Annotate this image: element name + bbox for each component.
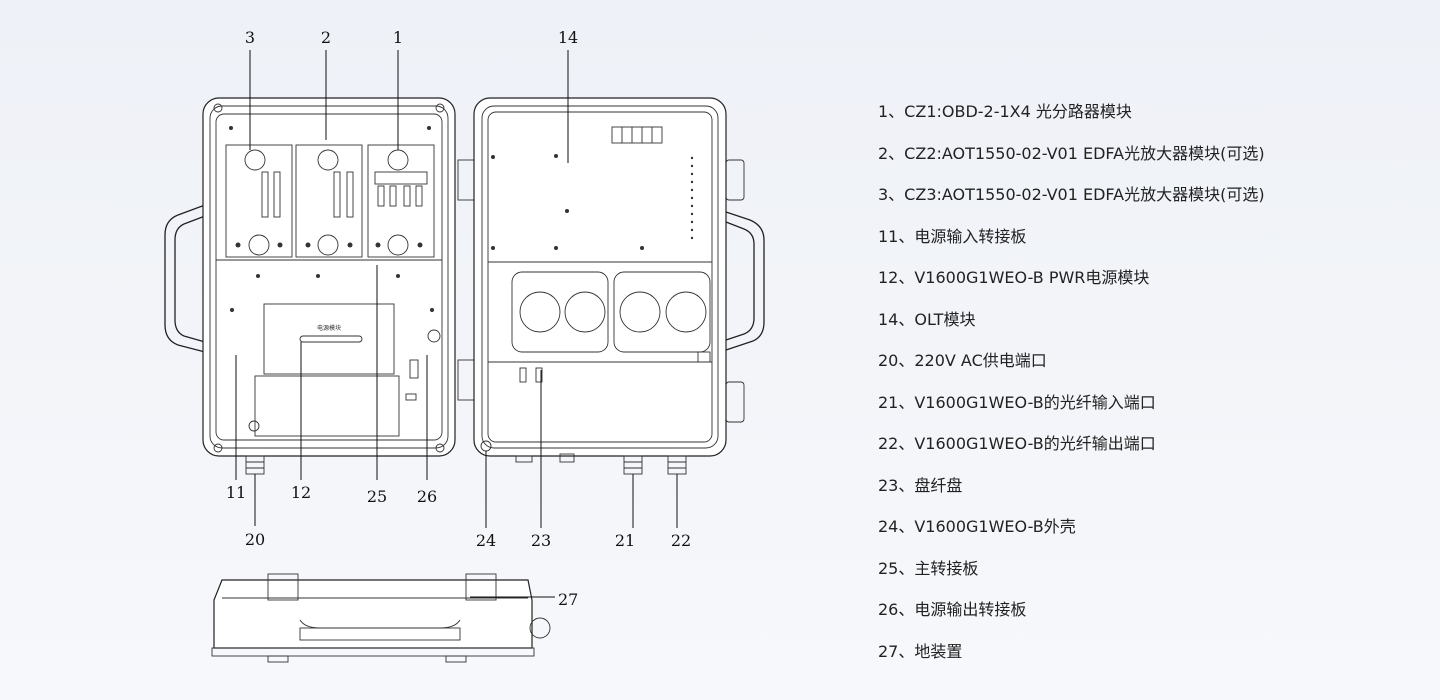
callout-1: 1 xyxy=(393,28,403,47)
legend-item: 26、电源输出转接板 xyxy=(878,600,1027,619)
module-label: 电源模块 xyxy=(317,324,341,332)
module-slot-3 xyxy=(225,144,293,258)
legend-item: 23、盘纤盘 xyxy=(878,475,963,495)
legend-item: 22、V1600G1WEO-B的光纤输出端口 xyxy=(878,434,1156,453)
legend-item: 24、V1600G1WEO-B外壳 xyxy=(878,517,1076,536)
legend-item: 1、CZ1:OBD-2-1X4 光分路器模块 xyxy=(878,102,1132,121)
legend-item: 3、CZ3:AOT1550-02-V01 EDFA光放大器模块(可选) xyxy=(878,185,1265,204)
leader-lines xyxy=(235,50,678,598)
legend-item: 25、主转接板 xyxy=(878,558,979,578)
enclosure-diagram: 电源模块 xyxy=(164,28,765,663)
callout-22: 22 xyxy=(671,531,691,550)
right-body xyxy=(457,97,765,475)
callout-20: 20 xyxy=(245,530,265,549)
callout-25: 25 xyxy=(367,487,387,506)
callout-2: 2 xyxy=(321,28,331,47)
legend-item: 21、V1600G1WEO-B的光纤输入端口 xyxy=(878,392,1156,412)
callout-3: 3 xyxy=(245,28,255,47)
legend-item: 14、OLT模块 xyxy=(878,309,976,329)
component-legend: 1、CZ1:OBD-2-1X4 光分路器模块 2、CZ2:AOT1550-02-… xyxy=(878,98,1265,679)
callout-14: 14 xyxy=(558,28,578,47)
left-door: 电源模块 xyxy=(164,97,456,475)
legend-item: 11、电源输入转接板 xyxy=(878,226,1027,246)
legend-item: 12、V1600G1WEO-B PWR电源模块 xyxy=(878,268,1150,287)
legend-item: 27、地装置 xyxy=(878,641,963,661)
legend-item: 2、CZ2:AOT1550-02-V01 EDFA光放大器模块(可选) xyxy=(878,143,1265,163)
splice-tray xyxy=(511,271,711,353)
callout-26: 26 xyxy=(417,487,437,506)
callout-23: 23 xyxy=(531,531,551,550)
module-slot-2 xyxy=(295,144,363,258)
power-module: 电源模块 xyxy=(263,303,395,375)
callout-12: 12 xyxy=(291,483,311,502)
legend-item: 20、220V AC供电端口 xyxy=(878,351,1047,370)
callout-21: 21 xyxy=(615,531,635,550)
bottom-view xyxy=(211,573,551,663)
callout-27: 27 xyxy=(558,590,578,609)
callout-24: 24 xyxy=(476,531,496,550)
led-column xyxy=(690,156,694,240)
callout-11: 11 xyxy=(226,483,246,502)
